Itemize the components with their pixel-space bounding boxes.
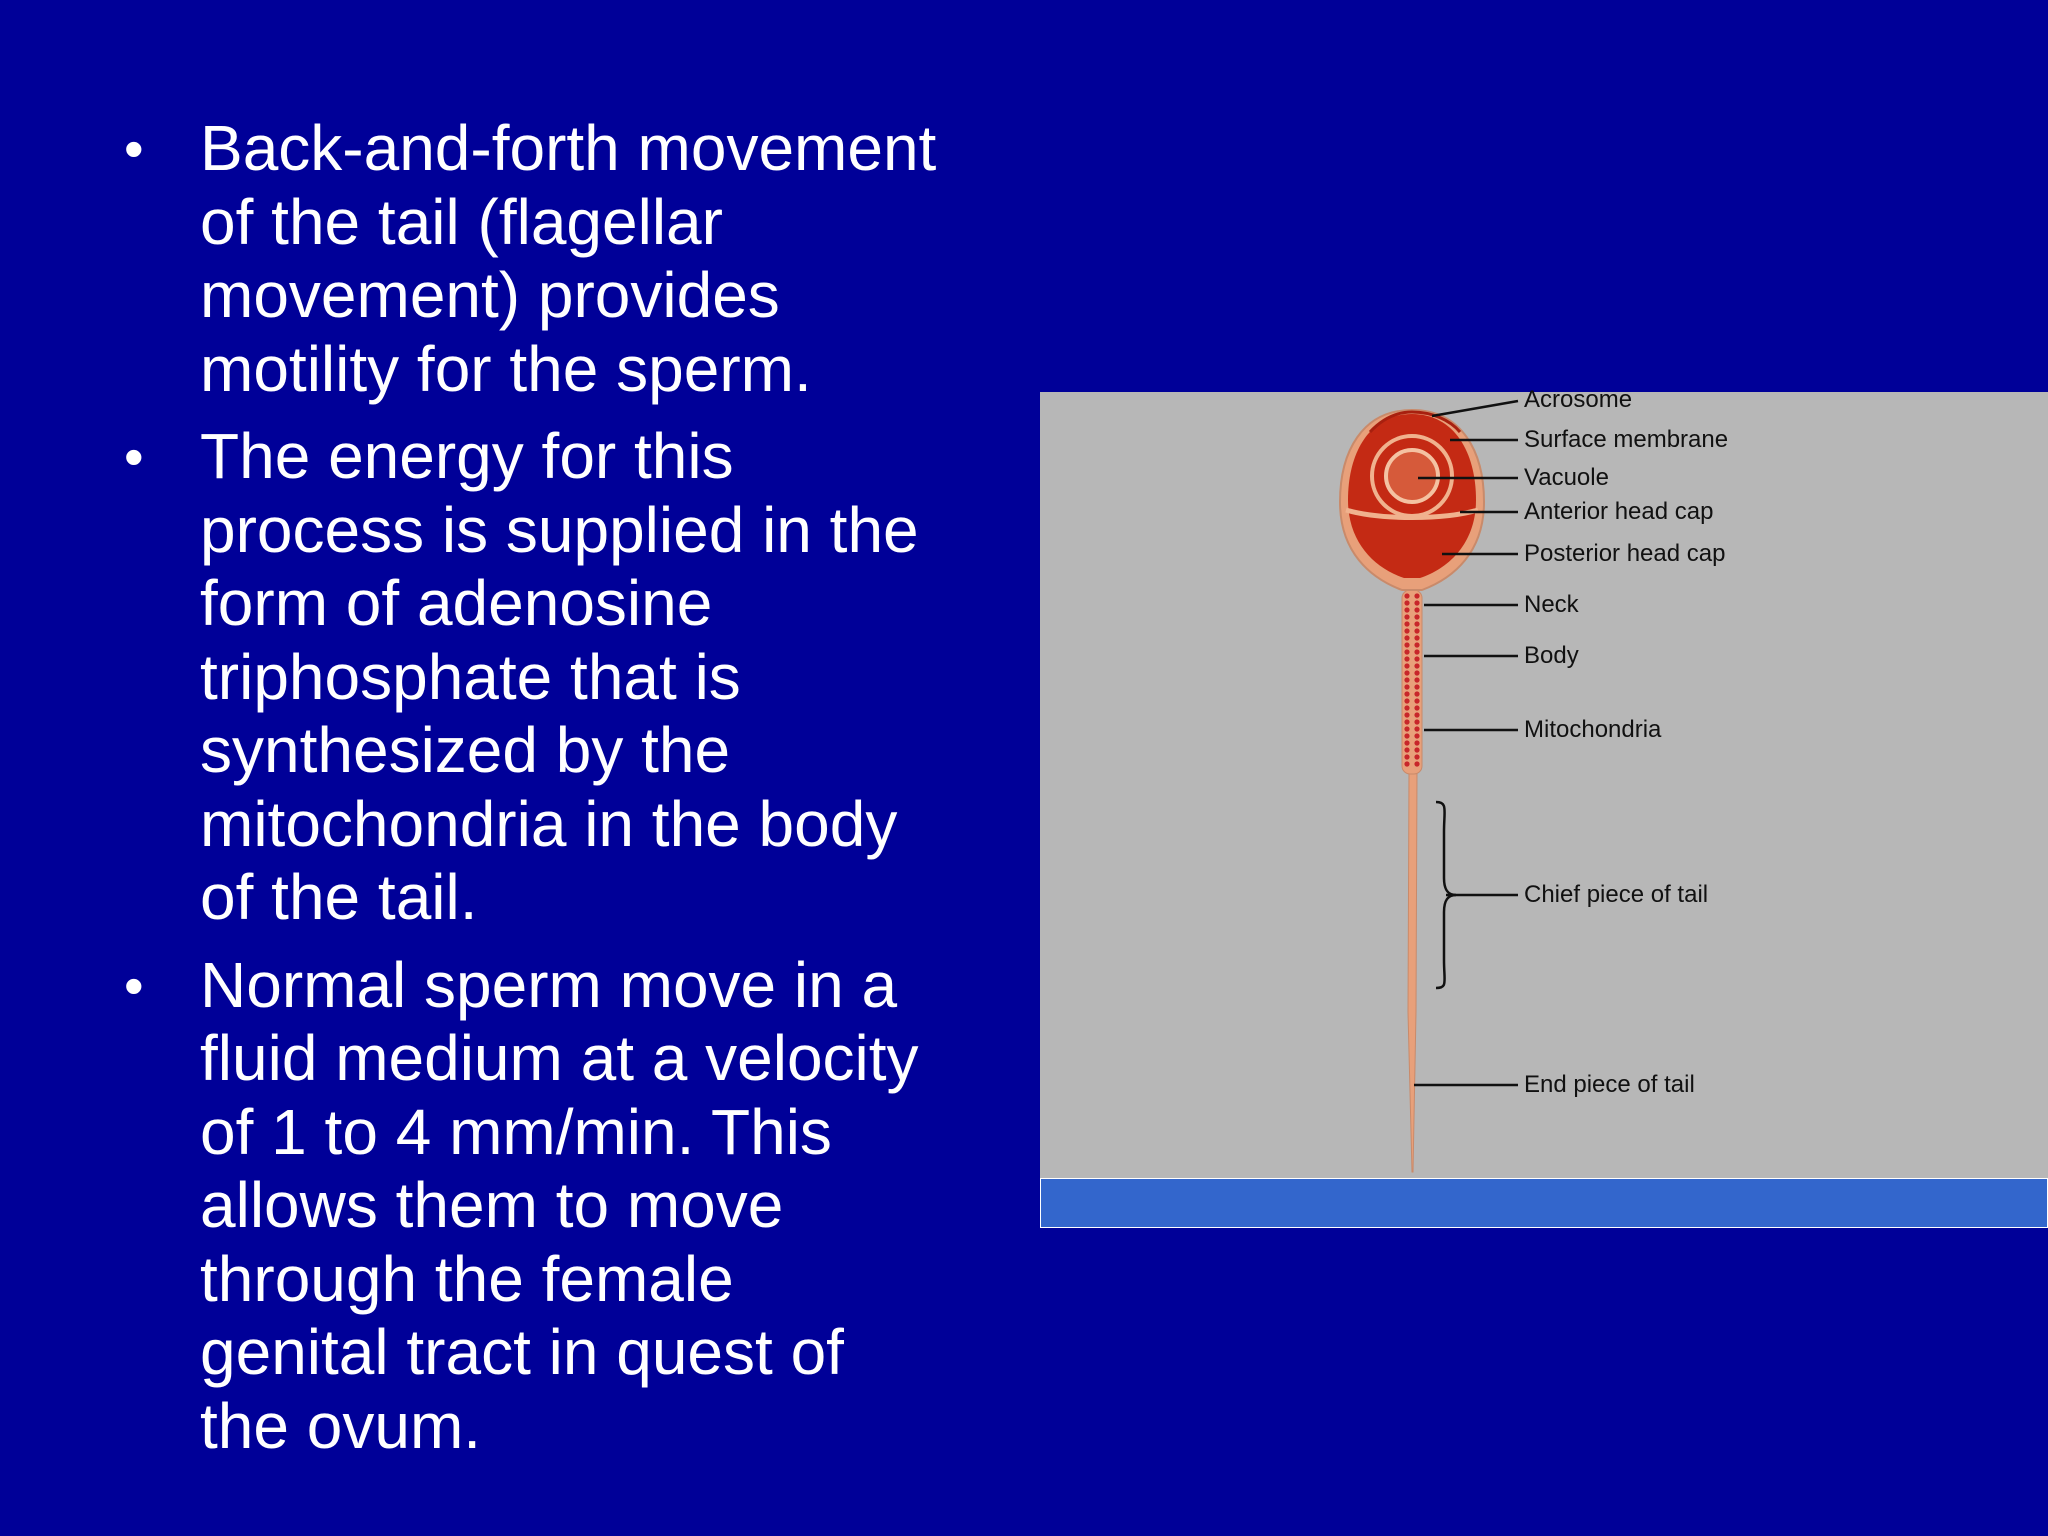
label-body: Body — [1524, 642, 1579, 669]
mitochondria-dot — [1414, 656, 1420, 662]
mitochondria-dot — [1404, 705, 1410, 711]
mitochondria-dot — [1414, 691, 1420, 697]
label-surface-membrane: Surface membrane — [1524, 426, 1729, 453]
mitochondria-dot — [1404, 684, 1410, 690]
mitochondria-dot — [1414, 670, 1420, 676]
mitochondria-dot — [1414, 614, 1420, 620]
mitochondria-dot — [1414, 642, 1420, 648]
bullet-item: • Normal sperm move in a fluid medium at… — [120, 949, 1020, 1464]
mitochondria-dot — [1404, 698, 1410, 704]
mitochondria-dot — [1404, 614, 1410, 620]
label-neck: Neck — [1524, 591, 1579, 618]
mitochondria-dot — [1414, 593, 1420, 599]
mitochondria-dot — [1404, 733, 1410, 739]
leader-lines — [1414, 399, 1519, 1087]
bullet-list: • Back-and-forth movement of the tail (f… — [120, 112, 1020, 1477]
mitochondria-dot — [1404, 607, 1410, 613]
tail — [1407, 771, 1418, 1173]
diagram-background — [1040, 392, 2048, 1178]
sperm-illustration — [1338, 399, 1519, 1173]
mitochondria-dot — [1414, 761, 1420, 767]
bullet-text: Normal sperm move in a fluid medium at a… — [200, 948, 919, 1462]
bullet-item: • The energy for this process is supplie… — [120, 420, 1020, 935]
mitochondria-dot — [1414, 607, 1420, 613]
mitochondria-dot — [1404, 740, 1410, 746]
mitochondria-dot — [1414, 740, 1420, 746]
mitochondria-dot — [1414, 726, 1420, 732]
vacuole-inner — [1384, 448, 1440, 504]
mitochondria-dot — [1404, 670, 1410, 676]
mitochondria-dot — [1404, 726, 1410, 732]
mitochondria-dot — [1404, 621, 1410, 627]
mitochondria-dot — [1404, 691, 1410, 697]
mitochondria-dot — [1404, 656, 1410, 662]
mitochondria-dot — [1414, 705, 1420, 711]
mitochondria-dot — [1414, 600, 1420, 606]
sperm-diagram: Acrosome Surface membrane Vacuole Anteri… — [1040, 386, 2048, 1228]
mitochondria-dot — [1404, 712, 1410, 718]
label-anterior-head-cap: Anterior head cap — [1524, 498, 1714, 525]
label-posterior-head-cap: Posterior head cap — [1524, 540, 1726, 567]
bullet-marker: • — [124, 117, 144, 180]
bullet-marker: • — [124, 953, 144, 1017]
mitochondria-dot — [1414, 635, 1420, 641]
label-acrosome: Acrosome — [1524, 386, 1633, 413]
acrosome-cap — [1368, 410, 1462, 434]
bullet-item: • Back-and-forth movement of the tail (f… — [120, 112, 1020, 406]
bullet-text: Back-and-forth movement of the tail (fla… — [200, 112, 937, 405]
chief-piece-brace — [1435, 800, 1457, 990]
mitochondria-dots — [1404, 593, 1420, 767]
mitochondria-dot — [1404, 642, 1410, 648]
leader-acrosome — [1431, 399, 1519, 418]
mitochondria-dot — [1414, 649, 1420, 655]
label-vacuole: Vacuole — [1524, 464, 1609, 491]
mitochondria-dot — [1414, 733, 1420, 739]
mitochondria-dot — [1414, 663, 1420, 669]
mitochondria-dot — [1404, 761, 1410, 767]
mitochondria-dot — [1404, 677, 1410, 683]
mitochondria-dot — [1414, 712, 1420, 718]
mitochondria-dot — [1414, 698, 1420, 704]
mitochondria-dot — [1404, 719, 1410, 725]
mitochondria-dot — [1414, 747, 1420, 753]
bullet-text: The energy for this process is supplied … — [200, 420, 919, 933]
mitochondria-dot — [1404, 649, 1410, 655]
mitochondria-dot — [1414, 677, 1420, 683]
mitochondria-dot — [1404, 663, 1410, 669]
mitochondria-dot — [1414, 684, 1420, 690]
caption-strip — [1040, 1178, 2048, 1228]
mitochondria-dot — [1404, 747, 1410, 753]
mitochondria-dot — [1404, 628, 1410, 634]
mitochondria-dot — [1404, 593, 1410, 599]
mitochondria-dot — [1404, 600, 1410, 606]
mitochondria-dot — [1414, 628, 1420, 634]
bullet-marker: • — [124, 425, 144, 488]
mitochondria-dot — [1414, 754, 1420, 760]
label-chief-piece-of-tail: Chief piece of tail — [1524, 881, 1709, 908]
label-end-piece-of-tail: End piece of tail — [1524, 1071, 1695, 1098]
mitochondria-dot — [1414, 719, 1420, 725]
label-mitochondria: Mitochondria — [1524, 716, 1662, 743]
mitochondria-dot — [1404, 754, 1410, 760]
mitochondria-dot — [1414, 621, 1420, 627]
mitochondria-dot — [1404, 635, 1410, 641]
